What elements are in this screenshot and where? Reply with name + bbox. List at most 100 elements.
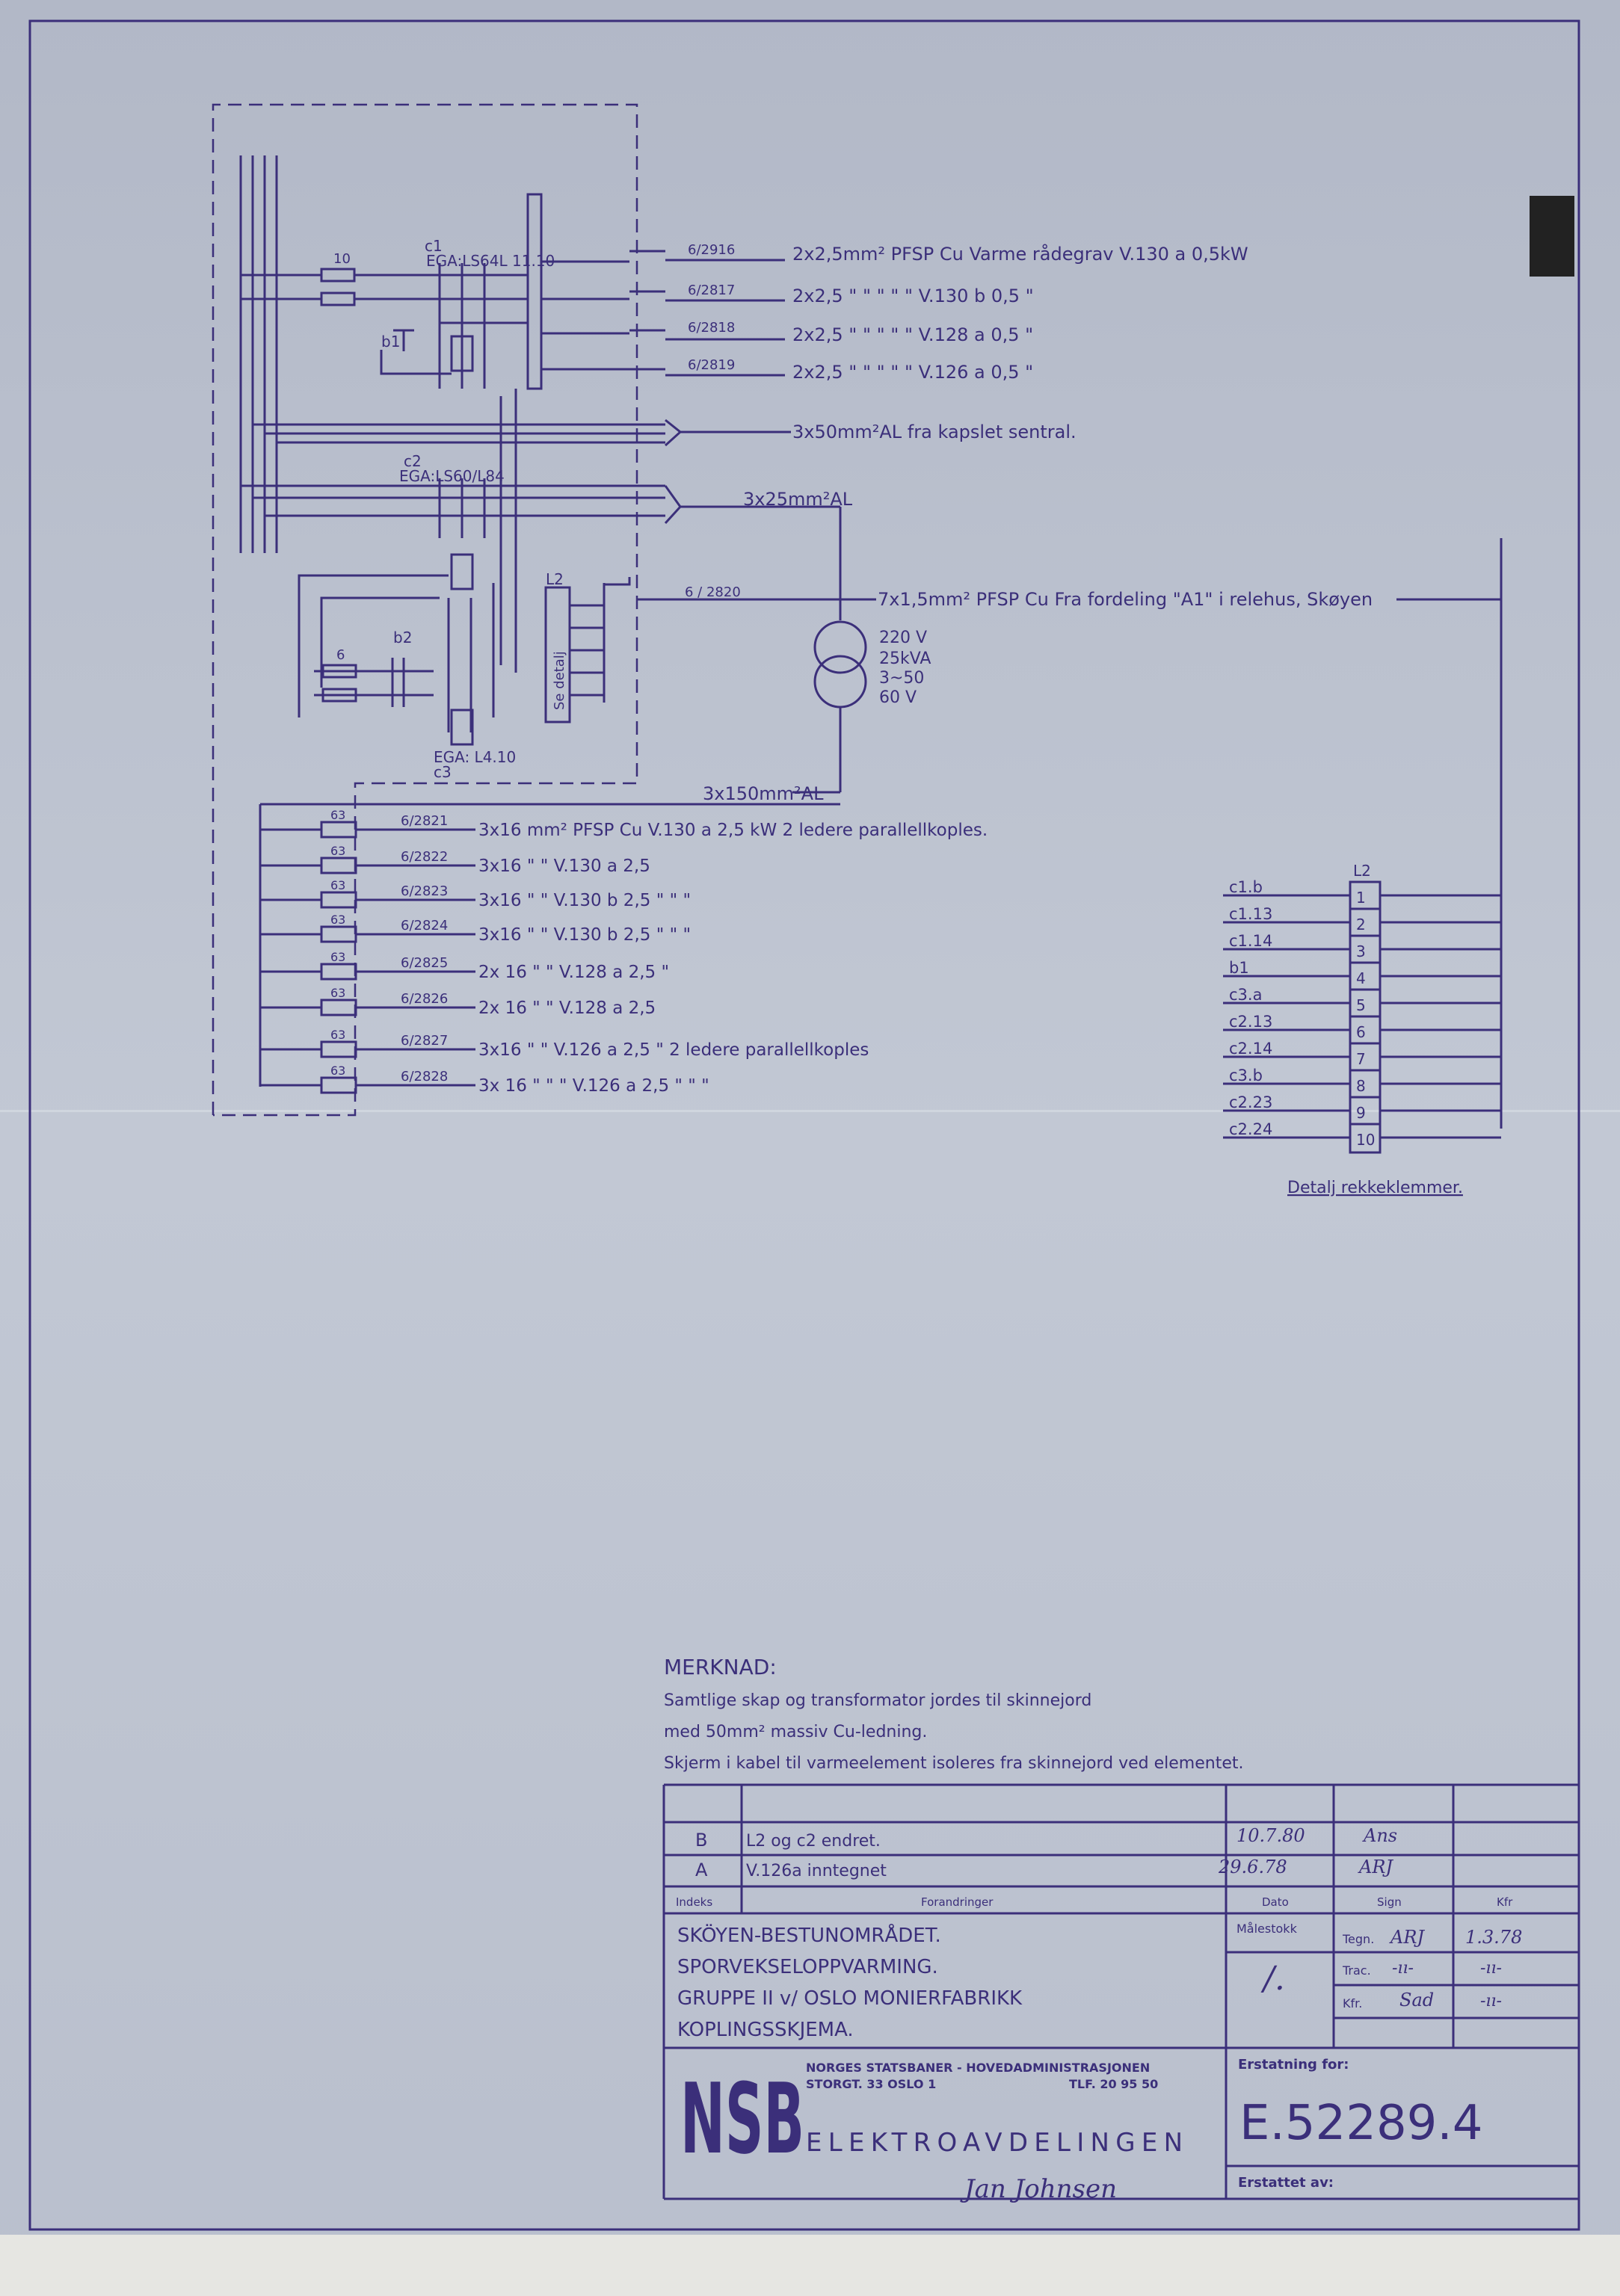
- fuse-rating: 63: [330, 878, 345, 892]
- paper-fold: [0, 1110, 1620, 1112]
- cable-description: 3x 16 " " " V.126 a 2,5 " " ": [478, 1076, 709, 1096]
- cable-ref: 6 / 2820: [685, 584, 741, 600]
- cable-ref: 6/2824: [401, 918, 448, 933]
- transformer-secondary: 60 V: [879, 688, 917, 707]
- cable-description: 2x 16 " " V.128 a 2,5 ": [478, 963, 669, 982]
- header-index: Indeks: [676, 1895, 712, 1909]
- kfr-label: Kfr.: [1343, 1996, 1362, 2010]
- header-date: Dato: [1262, 1895, 1289, 1909]
- kfr-sign: Sad: [1399, 1990, 1434, 2010]
- revision-date: 10.7.80: [1236, 1825, 1305, 1846]
- top-feed-row: 6/2916 2x2,5mm² PFSP Cu Varme rådegrav V…: [688, 242, 1248, 265]
- note-line: Skjerm i kabel til varmeelement isoleres…: [664, 1754, 1243, 1773]
- top-feed-row: 6/2818 2x2,5 " " " " " V.128 a 0,5 ": [688, 320, 1033, 345]
- terminal-wire: c3.b: [1229, 1067, 1263, 1084]
- nsb-logo: NSB: [680, 2062, 804, 2176]
- terminal-wire: c2.24: [1229, 1120, 1272, 1138]
- cable-label: 3x25mm²AL: [743, 489, 853, 510]
- cable-ref: 6/2818: [688, 320, 735, 336]
- trac-date: -ıı-: [1480, 1959, 1502, 1978]
- tegn-date: 1.3.78: [1465, 1927, 1522, 1948]
- fuse-rating: 63: [330, 950, 345, 964]
- switch-label: b2: [393, 629, 412, 646]
- terminal-number: 2: [1356, 916, 1366, 933]
- revision-change: V.126a inntegnet: [746, 1862, 887, 1880]
- cable-ref: 6/2827: [401, 1033, 448, 1049]
- contactor-label: c3: [434, 763, 452, 781]
- fuse-label: 6: [336, 647, 345, 663]
- supply-cable: 3x50mm²AL fra kapslet sentral.: [792, 422, 1077, 442]
- fuse-symbol: [320, 821, 357, 839]
- cable-ref: 6/2828: [401, 1069, 448, 1084]
- terminal-wire: c2.23: [1229, 1093, 1272, 1111]
- fuse-symbol: [320, 1076, 357, 1094]
- switch-label: b1: [381, 333, 400, 351]
- header-kfr: Kfr: [1497, 1895, 1513, 1909]
- drawing-number: E.52289.4: [1239, 2096, 1482, 2151]
- scale-value: /.: [1260, 1960, 1285, 1998]
- fuse-symbol: [320, 963, 357, 981]
- contactor-type: EGA:LS64L 11.10: [426, 252, 555, 270]
- fuse-label: 10: [333, 251, 351, 267]
- terminal-number: 1: [1356, 889, 1366, 907]
- cable-description: 3x16 mm² PFSP Cu V.130 a 2,5 kW 2 ledere…: [478, 821, 988, 840]
- note-line: Samtlige skap og transformator jordes ti…: [664, 1691, 1091, 1710]
- terminal-number: 3: [1356, 942, 1366, 960]
- trac-label: Trac.: [1342, 1963, 1371, 1978]
- note-title: MERKNAD:: [664, 1655, 777, 1679]
- terminal-number: 6: [1356, 1023, 1366, 1041]
- detail-reference: Se detalj: [552, 651, 567, 710]
- cable-ref: 6/2822: [401, 849, 448, 865]
- terminal-number: 9: [1356, 1104, 1366, 1122]
- project-line: KOPLINGSSKJEMA.: [677, 2019, 854, 2041]
- cable-ref: 6/2823: [401, 883, 448, 899]
- fuse-rating: 63: [330, 808, 345, 822]
- sheet-border: [28, 19, 1580, 2231]
- terminal-block-title: L2: [1353, 862, 1371, 880]
- terminal-number: 7: [1356, 1050, 1366, 1068]
- terminal-number: 10: [1356, 1131, 1375, 1149]
- revision-change: L2 og c2 endret.: [746, 1832, 881, 1851]
- revision-index: A: [695, 1860, 708, 1880]
- contactor-type: EGA:LS60/L84: [399, 467, 505, 485]
- header-changes: Forandringer: [921, 1895, 994, 1909]
- terminal-wire: b1: [1229, 959, 1249, 977]
- fuse-symbol: [320, 999, 357, 1016]
- revision-sign: Ans: [1362, 1825, 1397, 1846]
- note-line: med 50mm² massiv Cu-ledning.: [664, 1723, 927, 1741]
- scale-label: Målestokk: [1236, 1922, 1298, 1936]
- bottom-feed-labels: 63 6/2821 3x16 mm² PFSP Cu V.130 a 2,5 kW …: [330, 808, 988, 1096]
- top-feed-row: 6/2817 2x2,5 " " " " " V.130 b 0,5 ": [688, 283, 1034, 306]
- binding-tab: [1530, 196, 1574, 277]
- header-sign: Sign: [1377, 1895, 1402, 1909]
- organisation-phone: TLF. 20 95 50: [1069, 2077, 1158, 2091]
- cable-description: 2x2,5 " " " " " V.130 b 0,5 ": [792, 286, 1034, 306]
- component-labels: 10 c1 EGA:LS64L 11.10 b1 3x50mm²AL fra k…: [333, 237, 1373, 804]
- project-line: SPORVEKSELOPPVARMING.: [677, 1956, 938, 1978]
- cable-label: 3x150mm²AL: [703, 783, 824, 804]
- transformer-phase: 3~50: [879, 669, 924, 688]
- terminal-label: L2: [546, 570, 564, 588]
- terminal-number: 4: [1356, 969, 1366, 987]
- cable-ref: 6/2826: [401, 991, 448, 1007]
- contactor-label: c2: [404, 452, 422, 470]
- cable-description: 2x 16 " " V.128 a 2,5: [478, 999, 656, 1018]
- terminal-wire: c2.14: [1229, 1040, 1272, 1058]
- organisation-address: STORGT. 33 OSLO 1: [806, 2077, 936, 2091]
- fuse-rating: 63: [330, 1028, 345, 1042]
- cable-ref: 6/2825: [401, 955, 448, 971]
- cable-description: 3x16 " " V.130 b 2,5 " " ": [478, 891, 691, 910]
- cable-ref: 6/2821: [401, 813, 448, 829]
- replaced-by-label: Erstattet av:: [1238, 2175, 1334, 2191]
- cable-ref: 6/2819: [688, 357, 735, 373]
- project-line: GRUPPE II v/ OSLO MONIERFABRIKK: [677, 1987, 1023, 2010]
- cable-description: 2x2,5 " " " " " V.128 a 0,5 ": [792, 324, 1033, 345]
- terminal-number: 8: [1356, 1077, 1366, 1095]
- replaces-label: Erstatning for:: [1238, 2057, 1349, 2073]
- tegn-label: Tegn.: [1342, 1932, 1374, 1946]
- fuse-rating: 63: [330, 844, 345, 858]
- fuse-rating: 63: [330, 913, 345, 927]
- organisation-name: NORGES STATSBANER - HOVEDADMINISTRASJONE…: [806, 2061, 1150, 2075]
- control-cable: 7x1,5mm² PFSP Cu Fra fordeling "A1" i re…: [878, 589, 1373, 610]
